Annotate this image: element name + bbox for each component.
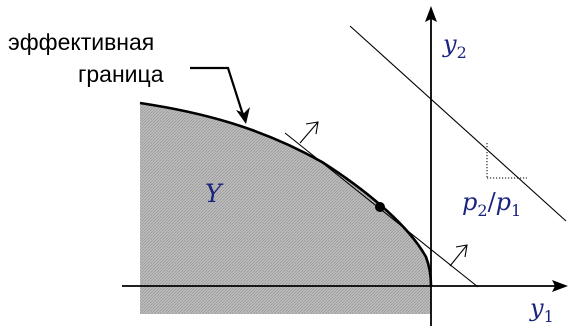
- x-axis-label: y1: [529, 294, 554, 326]
- slope-triangle-icon: [486, 143, 527, 179]
- tangent-point-dot: [375, 202, 385, 212]
- x-axis-arrowhead: [552, 280, 568, 292]
- direction-arrow-lower: [449, 244, 468, 267]
- direction-arrow-upper: [299, 121, 319, 144]
- price-ratio-label: p2/p1: [462, 188, 521, 220]
- frontier-leader-arrow: [190, 66, 250, 124]
- y-axis-label: y2: [442, 30, 467, 62]
- y-axis-arrowhead: [425, 6, 437, 22]
- upper-isoprofit-line: [349, 25, 567, 222]
- frontier-label-line2: граница: [78, 61, 164, 87]
- set-label: Y: [205, 179, 224, 208]
- efficient-frontier-curve: [139, 101, 433, 287]
- production-set-region: [140, 103, 431, 314]
- frontier-label-line1: эффективная: [8, 29, 154, 55]
